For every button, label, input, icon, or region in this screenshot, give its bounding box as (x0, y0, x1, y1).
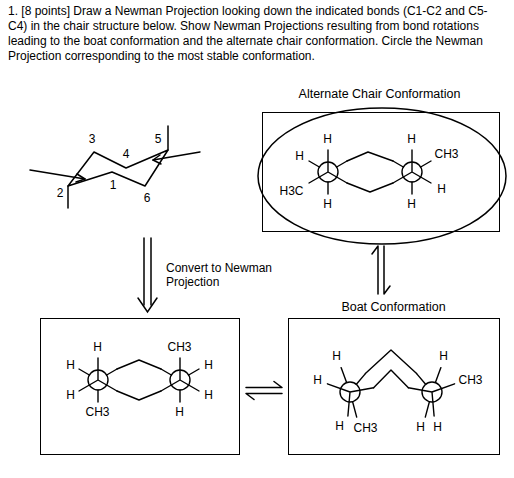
harpoon-line (372, 246, 378, 294)
newman-boat (327, 350, 454, 417)
answer-circle (258, 108, 506, 244)
cyclohexane-ring (68, 150, 168, 186)
newman-box: Alternate Chair ConformationHHHCH3H3CHHH (262, 112, 500, 232)
substituent-label: H3C (279, 185, 303, 198)
arrow-head (76, 174, 85, 182)
substituent-label: H (407, 133, 416, 146)
convert-arrow (138, 238, 157, 312)
substituent-label: H (175, 406, 184, 419)
arrow-shaft (150, 238, 152, 305)
substituent-label: H (204, 389, 213, 402)
substituent-label: H (323, 198, 332, 211)
ring-bond (347, 152, 393, 161)
newman-bonds (309, 150, 347, 194)
carbon-number: 2 (57, 187, 64, 201)
carbon-number: 5 (155, 133, 162, 147)
arrow-head (138, 298, 157, 312)
carbon-number: 3 (89, 133, 96, 147)
substituent-label: H (335, 420, 344, 433)
substituent-label: H (332, 350, 341, 363)
pointer-arrow (153, 152, 200, 160)
arrow-head (153, 155, 161, 164)
harpoon-line (246, 382, 282, 388)
equilibrium-arrow (372, 246, 390, 294)
harpoon-line (246, 394, 282, 400)
box-heading: Boat Conformation (341, 301, 445, 315)
substituent-label: CH3 (434, 148, 458, 161)
carbon-number: 4 (123, 148, 130, 162)
substituent-label: H (323, 133, 332, 146)
newman-bonds (161, 358, 199, 402)
substituent-label: CH3 (167, 341, 191, 354)
substituent-label: CH3 (353, 422, 377, 435)
newman-box: HCH3HHHHCH3H (40, 318, 240, 455)
substituent-label: H (407, 198, 416, 211)
newman-bonds (393, 150, 431, 194)
substituent-label: H (204, 359, 213, 372)
substituent-label: CH3 (85, 406, 109, 419)
newman-bonds (408, 368, 454, 418)
carbon-number: 6 (144, 192, 151, 206)
substituent-label: H (295, 150, 304, 163)
substituent-label: H (439, 350, 448, 363)
substituent-label: H (416, 421, 425, 434)
newman-bonds (79, 358, 117, 402)
question-text: 1. [8 points] Draw a Newman Projection l… (8, 4, 506, 64)
ring-bond (374, 370, 409, 388)
substituent-label: H (66, 389, 75, 402)
axial-bond (67, 186, 69, 208)
substituent-label: H (93, 341, 102, 354)
chair-structure (30, 126, 200, 208)
newman-box: Boat ConformationHHHCH3HCH3HH (288, 318, 500, 455)
equilibrium-arrow (246, 382, 282, 400)
arrow-shaft (143, 238, 145, 305)
substituent-label: H (437, 183, 446, 196)
substituent-label: H (433, 421, 442, 434)
axial-bond (167, 126, 169, 150)
newman-chair (79, 358, 199, 402)
ring-bond (117, 360, 161, 369)
ring-bond (117, 391, 161, 400)
substituent-label: H (313, 374, 322, 387)
step-label: Convert to Newman Projection (166, 262, 286, 290)
carbon-number: 1 (110, 179, 117, 193)
newman-bonds (327, 368, 373, 418)
ring-bond (347, 183, 393, 192)
substituent-label: H (66, 359, 75, 372)
newman-alternate-chair (309, 150, 431, 194)
substituent-label: CH3 (458, 374, 482, 387)
box-heading: Alternate Chair Conformation (299, 88, 461, 102)
harpoon-line (384, 246, 390, 294)
